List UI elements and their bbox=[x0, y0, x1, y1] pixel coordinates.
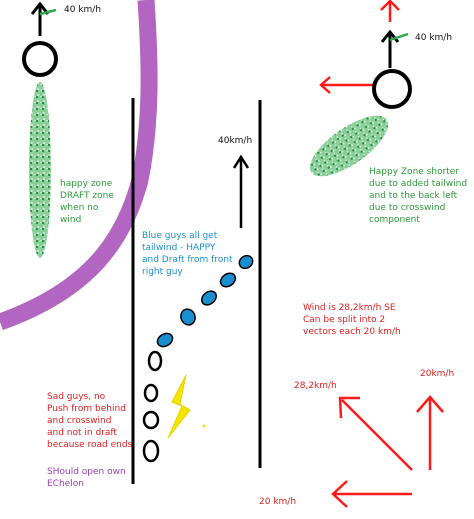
wind-diagonal-head bbox=[338, 396, 360, 419]
sad-guys-label: Sad guys, no Push from behind and crossw… bbox=[47, 392, 133, 450]
right-tailwind-arrow bbox=[389, 32, 409, 42]
speed-label-top-left: 40 km/h bbox=[64, 5, 102, 15]
blue-guys-label: Blue guys all get tailwind - HAPPY and D… bbox=[142, 231, 233, 277]
wind-left-label: 20 km/h bbox=[259, 497, 297, 507]
sad-riders bbox=[142, 350, 163, 463]
left-rider-circle bbox=[22, 41, 58, 77]
sad-rider bbox=[147, 350, 163, 372]
blue-rider bbox=[219, 272, 237, 288]
right-happy-zone bbox=[309, 115, 389, 177]
blue-rider bbox=[238, 254, 254, 270]
blue-rider bbox=[156, 332, 174, 348]
speed-label-road: 40km/h bbox=[218, 136, 253, 146]
right-rider-group bbox=[309, 0, 412, 177]
left-tailwind-arrow bbox=[39, 8, 57, 16]
lightning-spark bbox=[202, 424, 206, 428]
blue-rider bbox=[180, 308, 196, 326]
right-wind-red-up-head bbox=[380, 0, 400, 11]
right-wind-red-left-head bbox=[319, 76, 331, 94]
left-rider-group bbox=[22, 1, 58, 258]
road-direction-arrow-head bbox=[232, 154, 250, 169]
sad-rider bbox=[143, 383, 159, 403]
blue-riders bbox=[156, 254, 254, 348]
right-rider-circle bbox=[372, 69, 412, 109]
purple-road bbox=[0, 0, 158, 331]
happy-zone-left-label: happy zone DRAFT zone when no wind bbox=[60, 179, 114, 225]
sad-rider bbox=[142, 410, 160, 430]
lightning-bolt-icon bbox=[167, 374, 191, 439]
wind-info-label: Wind is 28,2km/h SE Can be split into 2 … bbox=[303, 303, 401, 337]
echelon-label: SHould open own EChelon bbox=[47, 467, 126, 489]
wind-diagonal-shaft bbox=[341, 399, 413, 471]
wind-up-head bbox=[416, 395, 444, 413]
blue-rider bbox=[201, 290, 217, 306]
speed-label-top-right: 40 km/h bbox=[415, 33, 453, 43]
left-happy-zone bbox=[29, 82, 51, 258]
happy-zone-right-label: Happy Zone shorter due to added tailwind… bbox=[369, 167, 468, 225]
wind-vectors bbox=[331, 395, 444, 508]
wind-diagonal-label: 28,2km/h bbox=[294, 381, 337, 391]
wind-left-head bbox=[331, 480, 348, 508]
wind-up-label: 20km/h bbox=[420, 369, 455, 379]
left-rider-arrow-head bbox=[30, 1, 50, 15]
sad-rider bbox=[142, 439, 160, 463]
